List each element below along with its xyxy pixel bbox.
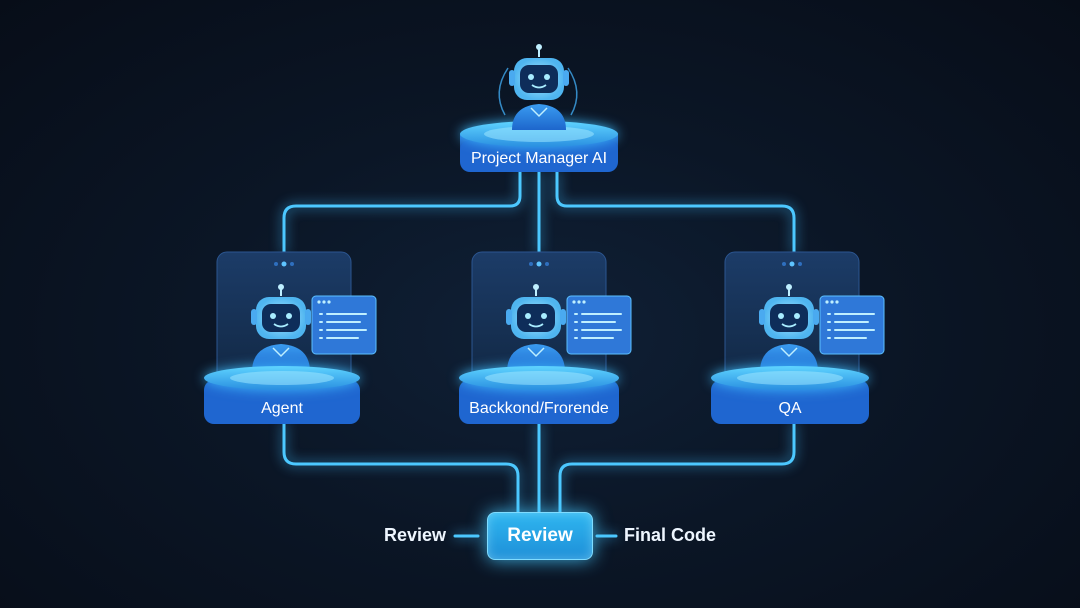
agent-label: Agent bbox=[261, 400, 303, 417]
final-code-label: Final Code bbox=[624, 525, 717, 545]
qa-node bbox=[711, 251, 885, 424]
robot-icon bbox=[506, 284, 566, 372]
qa-label: QA bbox=[778, 400, 802, 417]
connector-lines bbox=[282, 170, 796, 538]
line-agent-review bbox=[282, 422, 520, 514]
review-button-label: Review bbox=[507, 525, 573, 546]
manager-node bbox=[460, 44, 618, 172]
robot-icon bbox=[509, 44, 569, 130]
line-qa-review bbox=[558, 422, 796, 514]
backend-label: Backkond/Frorende bbox=[469, 400, 609, 417]
document-icon bbox=[311, 295, 377, 355]
robot-icon bbox=[251, 284, 311, 372]
line-manager-agent bbox=[282, 170, 522, 254]
review-left-label: Review bbox=[384, 525, 447, 545]
backend-node bbox=[459, 251, 632, 424]
review-button[interactable]: Review bbox=[487, 512, 593, 560]
document-icon bbox=[819, 295, 885, 355]
robot-icon bbox=[759, 284, 819, 372]
line-manager-qa bbox=[555, 170, 796, 254]
document-icon bbox=[566, 295, 632, 355]
orbit-arc-right bbox=[567, 67, 578, 116]
agent-node bbox=[204, 251, 377, 424]
manager-label: Project Manager AI bbox=[470, 150, 608, 167]
orbit-arc-left bbox=[498, 67, 509, 116]
